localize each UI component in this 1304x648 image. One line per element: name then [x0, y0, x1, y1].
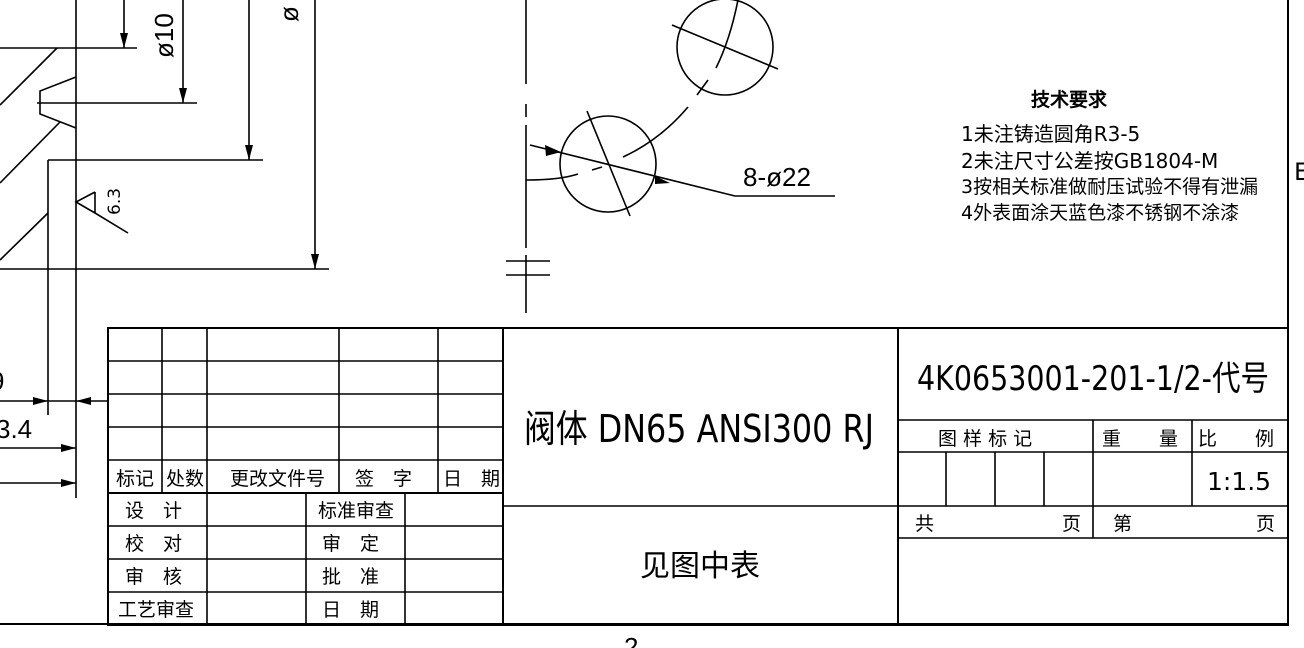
dim-holes: 8-ø22 — [743, 162, 811, 192]
dim-left-value: 3.4 — [0, 414, 32, 444]
approval-label-design: 设 计 — [125, 500, 182, 522]
tech-item: 3按相关标准做耐压试验不得有泄漏 — [961, 176, 1258, 198]
approval-label-date: 日 期 — [322, 599, 379, 621]
material: 见图中表 — [640, 549, 760, 584]
total-pages-label: 共 — [915, 513, 934, 535]
approval-label-approve: 批 准 — [322, 566, 379, 588]
frame-zone-letter: E — [1294, 158, 1304, 186]
roughness-symbol — [74, 191, 129, 234]
dim-phi-partial: ø — [274, 6, 304, 22]
tech-item: 4外表面涂天蓝色漆不锈钢不涂漆 — [961, 202, 1239, 224]
total-pages-unit: 页 — [1062, 513, 1081, 535]
weight-label: 重 量 — [1102, 428, 1178, 450]
scale-label: 比 例 — [1198, 428, 1274, 450]
tech-requirements: 技术要求 1未注铸造圆角R3-5 2未注尺寸公差按GB1804-M 3按相关标准… — [961, 88, 1258, 224]
rev-header-mark: 标记 — [116, 468, 154, 490]
section-view: ø10 ø 6.3 3.4 9 — [0, 0, 329, 498]
pattern-mark-label: 图 样 标 记 — [938, 428, 1032, 450]
bolt-hole — [559, 115, 657, 213]
approval-label-standard: 标准审查 — [318, 500, 394, 522]
title-block: 标记 处数 更改文件号 签 字 日 期 设 计 校 对 审 核 工艺审查 标准审… — [107, 327, 1289, 626]
dim-left-partial: 9 — [0, 366, 4, 396]
frame-zone-number: 2 — [624, 632, 638, 648]
approval-label-verify: 审 定 — [322, 533, 379, 555]
rev-header-count: 处数 — [166, 468, 204, 490]
rev-header-docno: 更改文件号 — [230, 468, 325, 490]
approval-label-review: 审 核 — [125, 566, 182, 588]
flange-view: 8-ø22 — [506, 0, 835, 313]
sheet-label: 第 — [1113, 513, 1132, 535]
dim-phi10: ø10 — [149, 13, 179, 58]
approval-label-process: 工艺审查 — [118, 599, 194, 621]
tech-item: 2未注尺寸公差按GB1804-M — [961, 149, 1218, 173]
rev-header-sign: 签 字 — [355, 468, 412, 490]
roughness-value: 6.3 — [105, 188, 125, 215]
drawing-number: 4K0653001-201-1/2-代号 — [917, 359, 1269, 399]
approval-label-check: 校 对 — [125, 533, 182, 555]
rev-header-date: 日 期 — [443, 468, 500, 490]
tech-item: 1未注铸造圆角R3-5 — [961, 122, 1140, 146]
sheet-unit: 页 — [1256, 513, 1275, 535]
tech-title: 技术要求 — [1031, 88, 1108, 111]
scale-value: 1:1.5 — [1207, 467, 1271, 496]
bolt-hole — [676, 0, 774, 96]
part-name: 阀体 DN65 ANSI300 RJ — [524, 407, 874, 451]
